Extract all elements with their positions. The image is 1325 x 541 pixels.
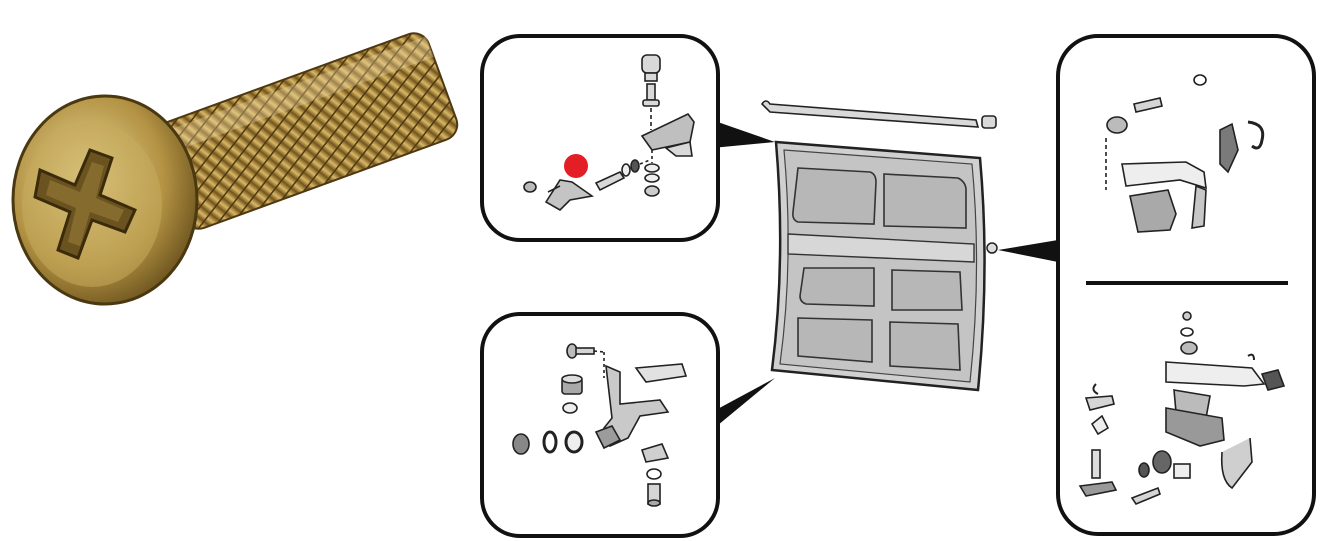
door-panel[interactable]	[760, 100, 998, 392]
callout-upper-hinge[interactable]	[480, 34, 775, 242]
lower-hinge-parts	[512, 343, 688, 507]
screw-photo	[11, 32, 459, 306]
callout-lock-mechanism[interactable]	[998, 34, 1316, 536]
lock-upper-parts	[1105, 74, 1265, 233]
upper-hinge-parts	[523, 54, 695, 211]
callout-pointer	[712, 378, 775, 430]
lock-lower-parts	[1078, 311, 1286, 505]
phillips-recess-icon	[33, 148, 137, 260]
lock-rod-icon	[760, 100, 997, 129]
callout-frame	[480, 312, 720, 538]
callout-lower-hinge[interactable]	[480, 312, 775, 538]
highlight-marker[interactable]	[564, 154, 588, 178]
callout-pointer	[998, 240, 1058, 262]
door-windows	[792, 167, 967, 371]
callout-pointer	[712, 120, 775, 148]
